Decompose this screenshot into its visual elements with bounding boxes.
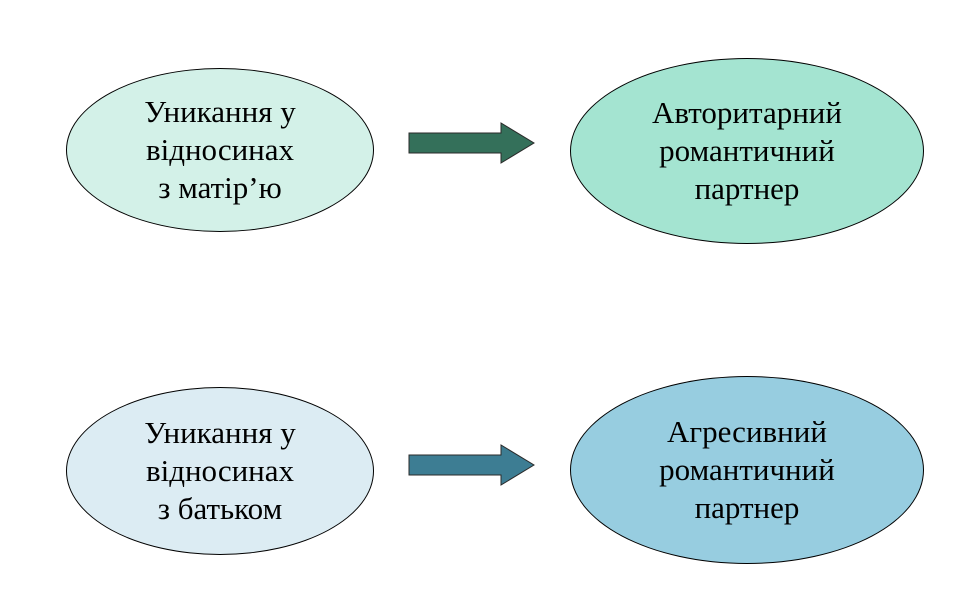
node-label-line: романтичний <box>659 133 835 168</box>
node-authoritarian-partner-label: Авторитарний романтичний партнер <box>652 94 842 208</box>
node-avoidance-mother: Уникання у відносинах з матір’ю <box>66 68 374 232</box>
node-label-line: Уникання у <box>144 415 296 450</box>
node-label-line: Уникання у <box>144 94 296 129</box>
node-avoidance-father-label: Уникання у відносинах з батьком <box>144 414 295 528</box>
node-label-line: відносинах <box>145 132 295 167</box>
node-authoritarian-partner: Авторитарний романтичний партнер <box>570 58 924 244</box>
node-label-line: відносинах <box>145 453 295 488</box>
node-avoidance-mother-label: Уникання у відносинах з матір’ю <box>144 93 295 207</box>
arrow-shape-1 <box>408 122 535 164</box>
node-aggressive-partner-label: Агресивний романтичний партнер <box>659 413 835 527</box>
node-label-line: партнер <box>694 490 800 525</box>
arrow-right-icon <box>408 444 535 486</box>
arrow-right-icon <box>408 122 535 164</box>
node-label-line: партнер <box>694 171 800 206</box>
node-label-line: романтичний <box>659 452 835 487</box>
node-label-line: Агресивний <box>667 414 827 449</box>
arrow-shape-2 <box>408 444 535 486</box>
node-aggressive-partner: Агресивний романтичний партнер <box>570 376 924 564</box>
node-label-line: з батьком <box>157 491 283 526</box>
node-label-line: з матір’ю <box>158 170 282 205</box>
node-label-line: Авторитарний <box>652 95 842 130</box>
node-avoidance-father: Уникання у відносинах з батьком <box>66 387 374 555</box>
